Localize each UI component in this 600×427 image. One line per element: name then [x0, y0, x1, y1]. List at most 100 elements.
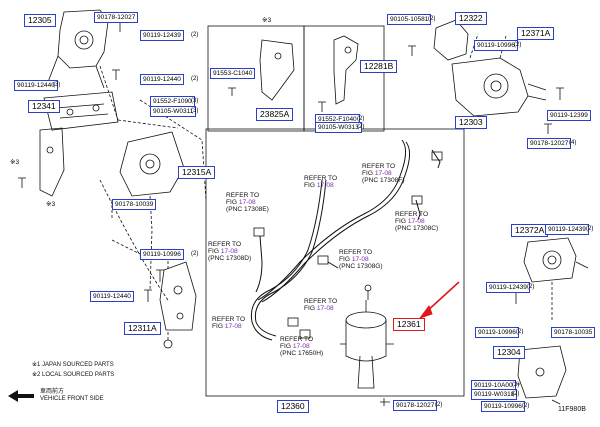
refer-to-fig-label[interactable]: REFER TO FIG 17-08 (PNC 17308E) [226, 192, 269, 214]
part-12341[interactable]: 12341 [28, 100, 60, 114]
refer-fig-prefix: FIG [339, 255, 352, 263]
refer-to-fig-label[interactable]: REFER TO FIG 17-08 (PNC 17308D) [208, 241, 252, 263]
refer-pnc: (PNC 17308E) [226, 205, 269, 213]
refer-to-fig-label[interactable]: REFER TO FIG 17-08 (PNC 17308C) [395, 211, 438, 233]
refer-line: FIG 17-08 [395, 218, 438, 226]
qty-label: (2) [357, 124, 365, 130]
refer-fig-prefix: FIG [304, 181, 317, 189]
part-12305[interactable]: 12305 [24, 14, 56, 28]
refer-fig-prefix: FIG [208, 247, 221, 255]
refer-fig-number: 17-08 [316, 181, 334, 189]
part-90178-12027-b[interactable]: 90178-12027 [527, 138, 572, 150]
qty-label: (3) [191, 108, 199, 114]
refer-fig-prefix: FIG [212, 322, 225, 330]
refer-fig-number: 17-08 [238, 198, 256, 206]
qty-label: (4) [569, 140, 577, 146]
part-90105-w0313[interactable]: 90105-W0313 [315, 122, 362, 134]
front-label-en: VEHICLE FRONT SIDE [40, 395, 104, 402]
qty-label: (2) [514, 42, 522, 48]
refer-pnc: (PNC 17308D) [208, 254, 252, 262]
highlight-arrow [418, 281, 460, 319]
part-12322[interactable]: 12322 [455, 12, 487, 26]
bracket-12304 [517, 345, 567, 399]
part-90119-12440-c[interactable]: 90119-12440 [90, 291, 134, 303]
mount-12371a [451, 57, 547, 117]
part-90119-12439-top[interactable]: 90119-12439 [140, 30, 184, 42]
refer-to-fig-label[interactable]: REFER TO FIG 17-08 [304, 175, 337, 190]
refer-to-fig-label[interactable]: REFER TO FIG 17-08 (PNC 17650H) [280, 336, 324, 358]
part-90119-12440-a[interactable]: 90119-12440 [140, 74, 184, 86]
part-12372a[interactable]: 12372A [511, 224, 549, 238]
qty-label: (2) [512, 391, 520, 397]
refer-line: REFER TO [362, 163, 396, 170]
vehicle-front-arrow [8, 390, 34, 402]
footnote-japan-sourced: ※1 JAPAN SOURCED PARTS [32, 362, 114, 368]
hose-clips [253, 151, 443, 339]
part-12315a[interactable]: 12315A [178, 166, 216, 180]
refer-line: REFER TO [304, 298, 338, 305]
part-90119-12439-b[interactable]: 90119-12439 [545, 224, 589, 236]
refer-to-fig-label[interactable]: REFER TO FIG 17-08 (PNC 17308F) [362, 163, 405, 185]
part-90119-10996-a[interactable]: 90119-10996 [140, 249, 184, 261]
part-90105-10581[interactable]: 90105-10581 [387, 14, 432, 26]
vacuum-hoses [250, 139, 441, 341]
refer-to-fig-label[interactable]: REFER TO FIG 17-08 [304, 298, 338, 313]
part-90119-10996-b[interactable]: 90119-10996 [474, 40, 518, 52]
figure-id: 11F980B [558, 406, 586, 413]
part-12304[interactable]: 12304 [493, 346, 525, 360]
part-12361-highlighted[interactable]: 12361 [393, 318, 425, 332]
part-91553-c1040[interactable]: 91553-C1040 [210, 68, 256, 80]
part-90178-10035[interactable]: 90178-10035 [551, 327, 596, 339]
front-label-jp: 車両前方 [40, 389, 65, 395]
bracket-left-lower [39, 127, 65, 197]
part-90105-w0311[interactable]: 90105-W0311 [150, 106, 197, 118]
refer-to-fig-label[interactable]: REFER TO FIG 17-08 [212, 316, 245, 331]
refer-fig-prefix: FIG [304, 304, 317, 312]
footnote-local-sourced: ※2 LOCAL SOURCED PARTS [32, 372, 115, 378]
part-90178-10039[interactable]: 90178-10039 [112, 199, 157, 211]
part-90119-10996-c[interactable]: 90119-10996 [475, 327, 519, 339]
qty-label: (2) [586, 226, 594, 232]
part-12281b[interactable]: 12281B [360, 60, 398, 74]
qty-label: (2) [191, 76, 199, 82]
refer-line: REFER TO [339, 249, 373, 256]
vacuum-canister-12361 [340, 284, 394, 389]
note-mark-3: ※3 [10, 159, 20, 166]
note-mark-3: ※3 [262, 17, 272, 24]
refer-fig-number: 17-08 [292, 342, 310, 350]
part-12311a[interactable]: 12311A [124, 322, 161, 336]
mount-12372a [523, 237, 589, 283]
bracket-12311a [159, 261, 197, 331]
part-90119-12399[interactable]: 90119-12399 [547, 110, 591, 122]
part-23825a[interactable]: 23825A [256, 108, 294, 122]
refer-line: REFER TO [280, 336, 314, 343]
refer-to-fig-label[interactable]: REFER TO FIG 17-08 (PNC 17308G) [339, 249, 383, 271]
refer-line: FIG 17-08 [280, 342, 323, 351]
qty-label: (2) [516, 329, 524, 335]
part-90119-12440-b[interactable]: 90119-12440 [14, 80, 58, 92]
part-90178-12027-top[interactable]: 90178-12027 [94, 12, 139, 24]
part-12360[interactable]: 12360 [277, 400, 309, 414]
part-90119-12439-c[interactable]: 90119-12439 [486, 282, 530, 294]
part-12303[interactable]: 12303 [455, 116, 487, 130]
part-90178-12027-c[interactable]: 90178-12027 [393, 400, 438, 412]
refer-line: FIG 17-08 [212, 322, 245, 331]
qty-label: (2) [435, 402, 443, 408]
refer-pnc: (PNC 17650H) [280, 349, 324, 357]
refer-line: REFER TO [208, 241, 242, 248]
inset-bracket-12281b [318, 35, 359, 112]
refer-pnc: (PNC 17308G) [339, 262, 383, 270]
part-90119-w0318[interactable]: 90119-W0318 [471, 389, 518, 401]
inset-bracket-23825a [228, 39, 295, 101]
part-90119-10996-d[interactable]: 90119-10996 [481, 401, 525, 413]
refer-line: REFER TO [226, 192, 260, 199]
refer-fig-prefix: FIG [280, 342, 293, 350]
qty-label: (3) [191, 98, 199, 104]
note-mark-3: ※3 [46, 201, 56, 208]
refer-fig-number: 17-08 [351, 255, 369, 263]
refer-fig-number: 17-08 [220, 247, 238, 255]
refer-line: FIG 17-08 [226, 198, 269, 207]
refer-fig-number: 17-08 [224, 322, 242, 330]
part-12371a[interactable]: 12371A [517, 27, 555, 41]
qty-label: (2) [527, 284, 535, 290]
